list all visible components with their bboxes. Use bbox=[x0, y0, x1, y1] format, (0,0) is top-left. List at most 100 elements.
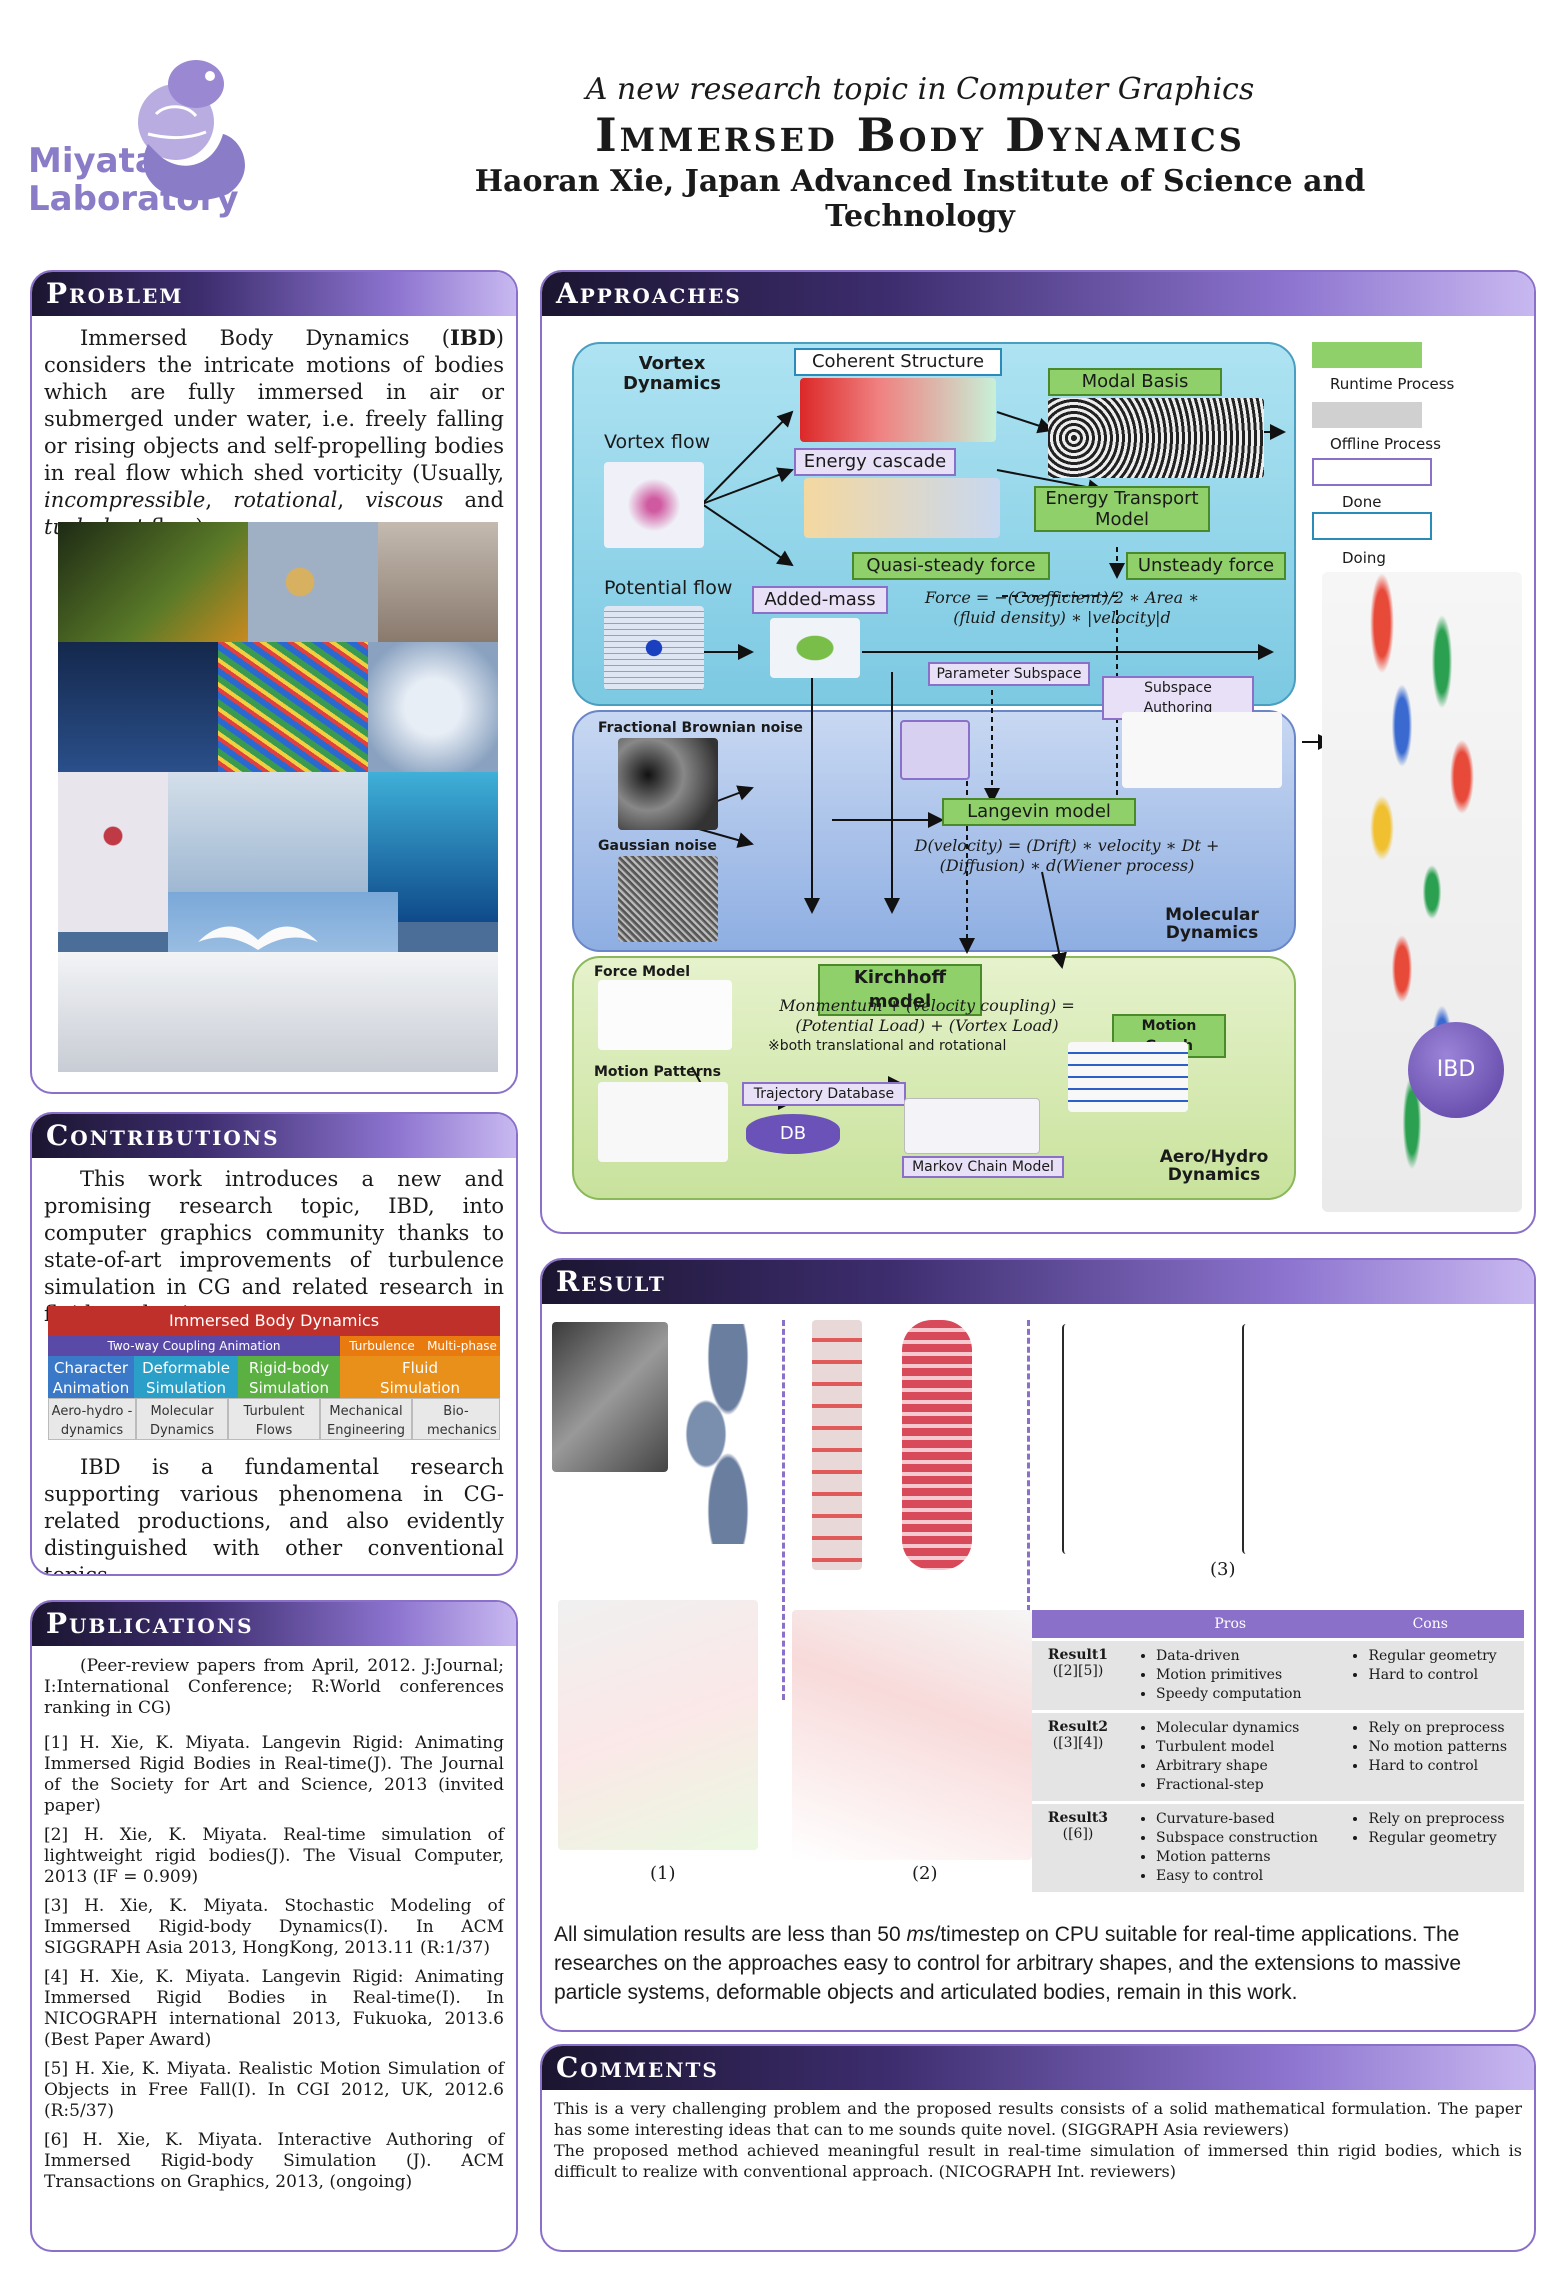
result-red-stack bbox=[902, 1320, 972, 1570]
comments-heading: Comments bbox=[542, 2046, 1534, 2090]
potential-flow-label: Potential flow bbox=[604, 577, 733, 599]
force-model-label: Force Model bbox=[594, 964, 691, 980]
logo-line1: Miyata bbox=[28, 141, 158, 181]
energy-transport-box[interactable]: Energy Transport Model bbox=[1034, 486, 1210, 532]
topic-table-title: Immersed Body Dynamics bbox=[48, 1306, 500, 1336]
petals-image bbox=[58, 772, 168, 932]
motion-patterns-label: Motion Patterns bbox=[594, 1064, 721, 1080]
topic-row4-a: Aero-hydro -dynamics bbox=[48, 1398, 136, 1440]
vortex-flow-image bbox=[604, 462, 704, 548]
logo-line2: Laboratory bbox=[28, 179, 239, 219]
energy-cascade-image bbox=[804, 478, 1000, 538]
table-row: Result2([3][4]) Molecular dynamicsTurbul… bbox=[1032, 1710, 1524, 1803]
problem-text: Immersed Body Dynamics (IBD) considers t… bbox=[44, 325, 504, 539]
topic-row4-d: Mechanical Engineering bbox=[320, 1398, 412, 1440]
topic-row4-b: Molecular Dynamics bbox=[136, 1398, 228, 1440]
ibd-badge: IBD bbox=[1408, 1022, 1504, 1118]
result-zigzag-2 bbox=[792, 1610, 1032, 1860]
smoke-image bbox=[378, 522, 498, 642]
result-photo-paper bbox=[552, 1322, 668, 1472]
topic-table: Immersed Body Dynamics Two-way Coupling … bbox=[48, 1306, 500, 1442]
langevin-model-box[interactable]: Langevin model bbox=[942, 798, 1136, 826]
topic-row3-c: Rigid-body Simulation bbox=[238, 1356, 340, 1398]
publication-item: [3] H. Xie, K. Miyata. Stochastic Modeli… bbox=[44, 1896, 504, 1958]
publications-panel: Publications (Peer-review papers from Ap… bbox=[30, 1600, 518, 2252]
contributions-panel: Contributions This work introduces a new… bbox=[30, 1112, 518, 1576]
publications-list: (Peer-review papers from April, 2012. J:… bbox=[32, 1646, 516, 2193]
approaches-panel: Approaches bbox=[540, 270, 1536, 1234]
coherent-structure-box[interactable]: Coherent Structure bbox=[794, 348, 1002, 376]
force-formula-line1: Force = −(Coefficient)/2 ∗ Area ∗ bbox=[924, 588, 1200, 607]
parameter-subspace-box[interactable]: Parameter Subspace bbox=[928, 662, 1090, 686]
ibd-vortex-image bbox=[1322, 572, 1522, 1212]
result-crescent-trajectory bbox=[662, 1324, 772, 1544]
problem-panel: Problem Immersed Body Dynamics (IBD) con… bbox=[30, 270, 518, 1094]
table-header-cons: Cons bbox=[1336, 1610, 1524, 1640]
aero-hydro-label: Aero/Hydro Dynamics bbox=[1159, 1147, 1269, 1185]
monkey-globe-icon bbox=[138, 60, 245, 201]
langevin-formula-line2: (Diffusion) ∗ d(Wiener process) bbox=[939, 856, 1195, 875]
poster-subtitle: A new research topic in Computer Graphic… bbox=[585, 72, 1255, 107]
result-label-1: (1) bbox=[650, 1863, 676, 1884]
legend-done-label: Done bbox=[1342, 493, 1382, 511]
legend-done-swatch bbox=[1312, 458, 1432, 486]
result-panel: Result (3) (1) (2) Pros Cons Result1([2]… bbox=[540, 1258, 1536, 2032]
comment-1: This is a very challenging problem and t… bbox=[554, 2099, 1522, 2139]
energy-cascade-box[interactable]: Energy cascade bbox=[794, 448, 956, 476]
trajectory-database-box[interactable]: Trajectory Database bbox=[742, 1082, 906, 1106]
airplane-image bbox=[58, 952, 498, 1072]
unsteady-force-box[interactable]: Unsteady force bbox=[1126, 552, 1286, 580]
approaches-heading: Approaches bbox=[542, 272, 1534, 316]
table-row: Result1([2][5]) Data-drivenMotion primit… bbox=[1032, 1638, 1524, 1712]
db-cylinder: DB bbox=[746, 1114, 840, 1154]
kirchhoff-model-box[interactable]: Kirchhoff model bbox=[818, 964, 982, 1016]
problem-heading: Problem bbox=[32, 272, 516, 316]
result-trajectory-b bbox=[1242, 1324, 1444, 1554]
kirchhoff-line1: Monmentum + (velocity coupling) = bbox=[779, 996, 1075, 1015]
contributions-text2: IBD is a fundamental research supporting… bbox=[44, 1455, 504, 1576]
result-divider-1 bbox=[782, 1320, 785, 1700]
fbn-label: Fractional Brownian noise bbox=[598, 720, 803, 736]
contributions-heading: Contributions bbox=[32, 1114, 516, 1158]
markov-chain-image bbox=[904, 1098, 1040, 1154]
langevin-formula-line1: D(velocity) = (Drift) ∗ velocity ∗ Dt + bbox=[914, 836, 1220, 855]
markov-chain-box[interactable]: Markov Chain Model bbox=[902, 1156, 1064, 1178]
added-mass-box[interactable]: Added-mass bbox=[752, 586, 888, 614]
publication-item: [5] H. Xie, K. Miyata. Realistic Motion … bbox=[44, 2059, 504, 2121]
table-row: Result3([6]) Curvature-basedSubspace con… bbox=[1032, 1801, 1524, 1892]
fbn-image bbox=[618, 738, 718, 830]
result-comparison-table: Pros Cons Result1([2][5]) Data-drivenMot… bbox=[1032, 1610, 1524, 1892]
quasi-steady-force-box[interactable]: Quasi-steady force bbox=[852, 552, 1050, 580]
modal-basis-image bbox=[1048, 398, 1264, 478]
topic-row2-b: Turbulence bbox=[340, 1336, 424, 1356]
poster-title: Immersed Body Dynamics bbox=[595, 108, 1245, 162]
coins-image bbox=[248, 522, 378, 642]
publications-intro: (Peer-review papers from April, 2012. J:… bbox=[44, 1656, 504, 1718]
topic-row4-e: Bio-mechanics bbox=[412, 1398, 500, 1440]
subspace-authoring-image bbox=[1122, 712, 1282, 788]
swimmer-image bbox=[58, 642, 218, 772]
topic-row2-c: Multi-phase bbox=[424, 1336, 500, 1356]
falling-leaf-image bbox=[58, 522, 248, 642]
result-summary: All simulation results are less than 50 … bbox=[554, 1923, 1461, 2004]
result-label-2: (2) bbox=[912, 1863, 938, 1884]
paper-plane-image bbox=[168, 772, 388, 892]
legend-doing-label: Doing bbox=[1342, 549, 1386, 567]
result-divider-2 bbox=[1027, 1320, 1030, 1700]
snow-image bbox=[368, 642, 498, 772]
publication-item: [6] H. Xie, K. Miyata. Interactive Autho… bbox=[44, 2130, 504, 2192]
confetti-image bbox=[218, 642, 368, 772]
vortex-flow-label: Vortex flow bbox=[604, 431, 711, 453]
result-zigzag-1 bbox=[558, 1600, 758, 1850]
publication-item: [1] H. Xie, K. Miyata. Langevin Rigid: A… bbox=[44, 1733, 504, 1816]
legend-runtime-swatch bbox=[1312, 342, 1422, 368]
lab-logo: Miyata Laboratory bbox=[28, 44, 258, 224]
contributions-text1: This work introduces a new and promising… bbox=[44, 1167, 504, 1326]
modal-basis-box[interactable]: Modal Basis bbox=[1048, 368, 1222, 396]
comments-text: This is a very challenging problem and t… bbox=[542, 2090, 1534, 2182]
molecular-dynamics-label: Molecular Dynamics bbox=[1165, 905, 1259, 943]
publication-item: [2] H. Xie, K. Miyata. Real-time simulat… bbox=[44, 1825, 504, 1887]
topic-row4-c: Turbulent Flows bbox=[228, 1398, 320, 1440]
publications-heading: Publications bbox=[32, 1602, 516, 1646]
table-header-empty bbox=[1032, 1610, 1124, 1640]
